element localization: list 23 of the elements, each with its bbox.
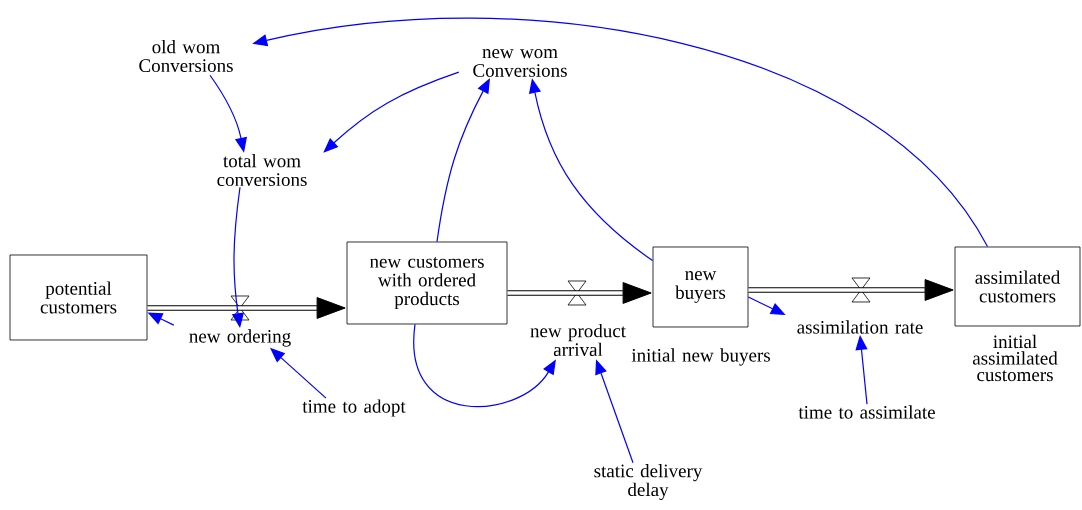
variable-name: assimilation rate xyxy=(797,320,923,334)
stock-box: assimilated customers xyxy=(954,246,1081,327)
flow-pipe xyxy=(748,279,954,301)
variable-name: new wom Conversions xyxy=(473,49,567,77)
valve-symbol xyxy=(230,295,250,321)
variable-name: initial new buyers xyxy=(631,348,770,366)
arrow xyxy=(413,323,556,408)
valve-symbol xyxy=(567,280,587,306)
variable-name: new product arrival xyxy=(530,323,626,357)
variable-name: new ordering xyxy=(189,329,291,347)
flow-pipe xyxy=(507,282,652,304)
valve-symbol xyxy=(851,277,871,303)
stock-box: new customers with ordered products xyxy=(346,241,508,325)
arrow xyxy=(436,78,490,243)
variable-name: time to assimilate xyxy=(798,405,935,419)
variable-name: total wom conversions xyxy=(217,153,307,187)
variable-name: old wom Conversions xyxy=(139,39,233,73)
stock-box: new buyers xyxy=(652,246,749,328)
variable-name: static delivery delay xyxy=(594,464,703,500)
flow-pipe xyxy=(147,297,346,319)
variable-name: time to adopt xyxy=(302,399,406,417)
arrow xyxy=(323,71,460,153)
stock-box: potential customers xyxy=(9,254,148,341)
